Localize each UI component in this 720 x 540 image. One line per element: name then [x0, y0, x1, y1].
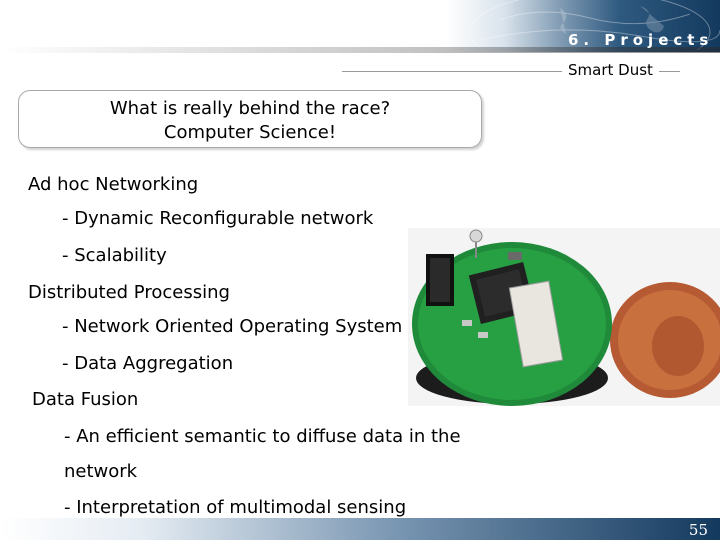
subbullet-multimodal-sensing: - Interpretation of multimodal sensing — [64, 497, 407, 518]
subbullet-data-aggregation: - Data Aggregation — [62, 353, 234, 374]
subbullet-network-continued: network — [64, 461, 138, 482]
slide-subtitle: Smart Dust — [562, 61, 659, 79]
subbullet-dynamic-reconfigurable: - Dynamic Reconfigurable network — [62, 208, 374, 229]
footer-bar — [0, 518, 720, 540]
callout-line-2: Computer Science! — [163, 122, 337, 143]
subbullet-network-os: - Network Oriented Operating System — [62, 316, 403, 337]
section-title: 6. Projects — [568, 31, 714, 49]
globe-binary-art — [469, 0, 720, 50]
page-number: 55 — [688, 521, 708, 539]
smart-dust-mote-photo — [408, 228, 720, 406]
callout-box: What is really behind the race? Computer… — [18, 90, 482, 148]
header-bar — [0, 0, 720, 52]
subtitle-divider — [342, 71, 680, 72]
bullet-distributed-processing: Distributed Processing — [28, 282, 230, 303]
subbullet-efficient-semantic: - An efficient semantic to diffuse data … — [64, 426, 461, 447]
bullet-adhoc-networking: Ad hoc Networking — [28, 174, 199, 195]
bullet-data-fusion: Data Fusion — [32, 389, 139, 410]
subbullet-scalability: - Scalability — [62, 245, 167, 266]
header-shadow — [0, 47, 720, 53]
callout-line-1: What is really behind the race? — [109, 98, 391, 119]
